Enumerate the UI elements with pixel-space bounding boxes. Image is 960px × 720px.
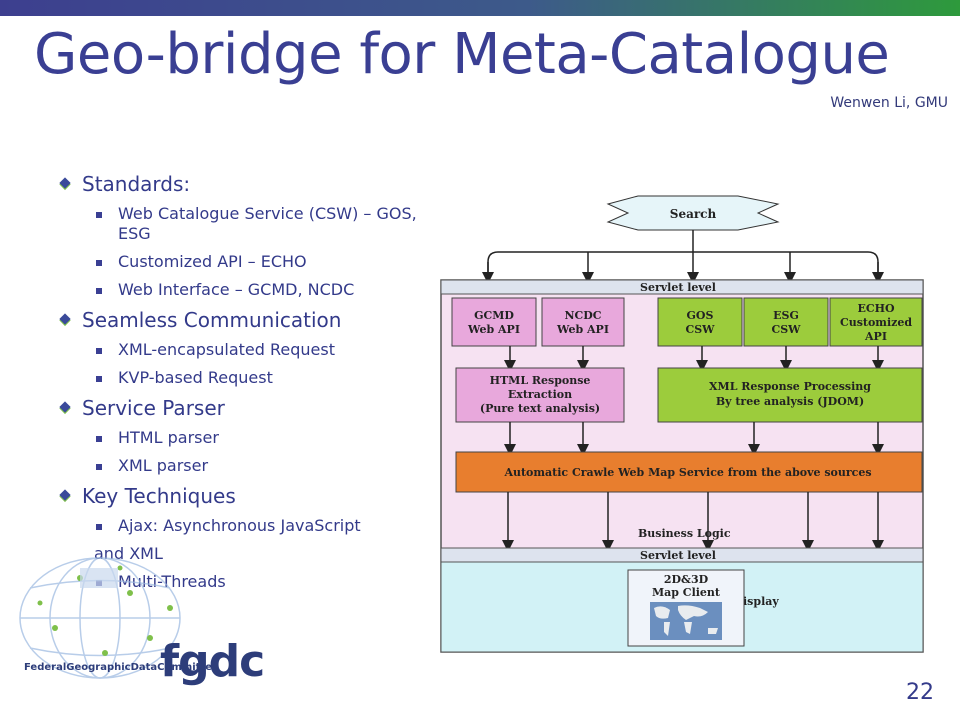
- fgdc-logo-mark: fgdc: [160, 636, 265, 687]
- servlet-label-bottom: Servlet level: [640, 549, 716, 562]
- source-label: CSW: [771, 323, 801, 336]
- source-label: API: [864, 330, 887, 343]
- source-box: [541, 297, 625, 347]
- bullet-item: XML-encapsulated Request: [58, 340, 418, 360]
- crawl-bar: [455, 451, 923, 493]
- bullet-heading: Service Parser: [58, 396, 418, 420]
- bullet-heading: Standards:: [58, 172, 418, 196]
- xml-response-box: [657, 367, 923, 423]
- page-number: 22: [906, 680, 934, 705]
- servlet-label-top: Servlet level: [640, 281, 716, 294]
- source-label: ECHO: [857, 302, 895, 315]
- map-client-line2: Map Client: [652, 586, 721, 599]
- html-proc-line2: Extraction: [508, 388, 572, 401]
- source-label: GCMD: [474, 309, 514, 322]
- author-label: Wenwen Li, GMU: [830, 95, 948, 111]
- top-accent-bar: [0, 0, 960, 16]
- fgdc-org-text: FederalGeographicDataCommittee: [24, 662, 219, 673]
- html-proc-line1: HTML Response: [490, 374, 591, 387]
- map-client-line1: 2D&3D: [664, 573, 709, 586]
- source-label: Web API: [556, 323, 609, 336]
- bullet-item: Ajax: Asynchronous JavaScript: [58, 516, 418, 536]
- bullet-list: Standards: Web Catalogue Service (CSW) – …: [58, 172, 418, 600]
- html-response-box: [455, 367, 625, 423]
- business-logic-label: Business Logic: [638, 527, 731, 540]
- search-label: Search: [670, 207, 717, 221]
- source-box: [829, 297, 923, 347]
- source-box: [743, 297, 829, 347]
- bullet-item: KVP-based Request: [58, 368, 418, 388]
- source-label: Web API: [467, 323, 520, 336]
- html-proc-line3: (Pure text analysis): [480, 402, 600, 415]
- slide-title: Geo-bridge for Meta-Catalogue: [34, 22, 890, 87]
- fgdc-globe-graphic: [19, 557, 181, 679]
- source-label: NCDC: [564, 309, 601, 322]
- xml-proc-line2: By tree analysis (JDOM): [716, 395, 864, 408]
- source-box: [657, 297, 743, 347]
- source-label: ESG: [773, 309, 799, 322]
- bullet-heading: Seamless Communication: [58, 308, 418, 332]
- source-label: GOS: [687, 309, 714, 322]
- bullet-heading: Key Techniques: [58, 484, 418, 508]
- bullet-item: XML parser: [58, 456, 418, 476]
- bullet-item: HTML parser: [58, 428, 418, 448]
- bullet-item: Web Interface – GCMD, NCDC: [58, 280, 418, 300]
- crawl-label: Automatic Crawle Web Map Service from th…: [503, 466, 871, 479]
- xml-proc-line1: XML Response Processing: [709, 380, 871, 393]
- servlet-bar-top: [440, 279, 924, 295]
- world-map-continents: [654, 605, 718, 636]
- display-label: isplay: [743, 595, 779, 608]
- source-label: Customized: [840, 316, 912, 329]
- source-box: [451, 297, 537, 347]
- search-node: [606, 195, 780, 231]
- source-label: CSW: [685, 323, 715, 336]
- bullet-item: Customized API – ECHO: [58, 252, 418, 272]
- bullet-item: Web Catalogue Service (CSW) – GOS, ESG: [58, 204, 418, 244]
